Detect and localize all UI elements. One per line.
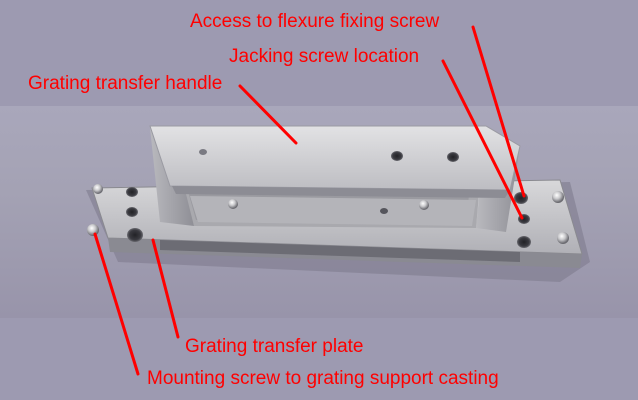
plate-hole <box>127 228 143 242</box>
leader-line-handle <box>238 84 298 145</box>
screw-icon <box>87 224 99 236</box>
leader-line-jacking <box>441 59 524 220</box>
handle-hole <box>391 151 403 161</box>
label-access-flexure-screw: Access to flexure fixing screw <box>190 11 440 32</box>
leader-lines <box>93 25 526 376</box>
leader-line-plate <box>151 238 180 339</box>
label-transfer-plate: Grating transfer plate <box>185 336 364 357</box>
plate-holes <box>126 187 531 248</box>
plate-hole <box>517 236 531 248</box>
screw-icon <box>228 199 238 209</box>
label-jacking-screw: Jacking screw location <box>229 46 420 67</box>
plate-hole <box>126 187 138 197</box>
leader-line-access <box>471 25 526 198</box>
screw-icon <box>419 200 429 210</box>
handle-hole <box>447 152 459 162</box>
screw-icon <box>552 191 564 203</box>
handle-hole <box>199 149 207 155</box>
label-mounting-screw: Mounting screw to grating support castin… <box>147 368 499 389</box>
label-transfer-handle: Grating transfer handle <box>28 73 223 94</box>
grating-transfer-handle <box>149 125 521 232</box>
plate-hole <box>514 192 528 204</box>
leader-line-mounting <box>93 232 140 376</box>
plate-hole <box>126 207 138 217</box>
screw-icon <box>557 232 569 244</box>
plate-hole <box>380 208 388 214</box>
screw-icon <box>93 184 103 194</box>
